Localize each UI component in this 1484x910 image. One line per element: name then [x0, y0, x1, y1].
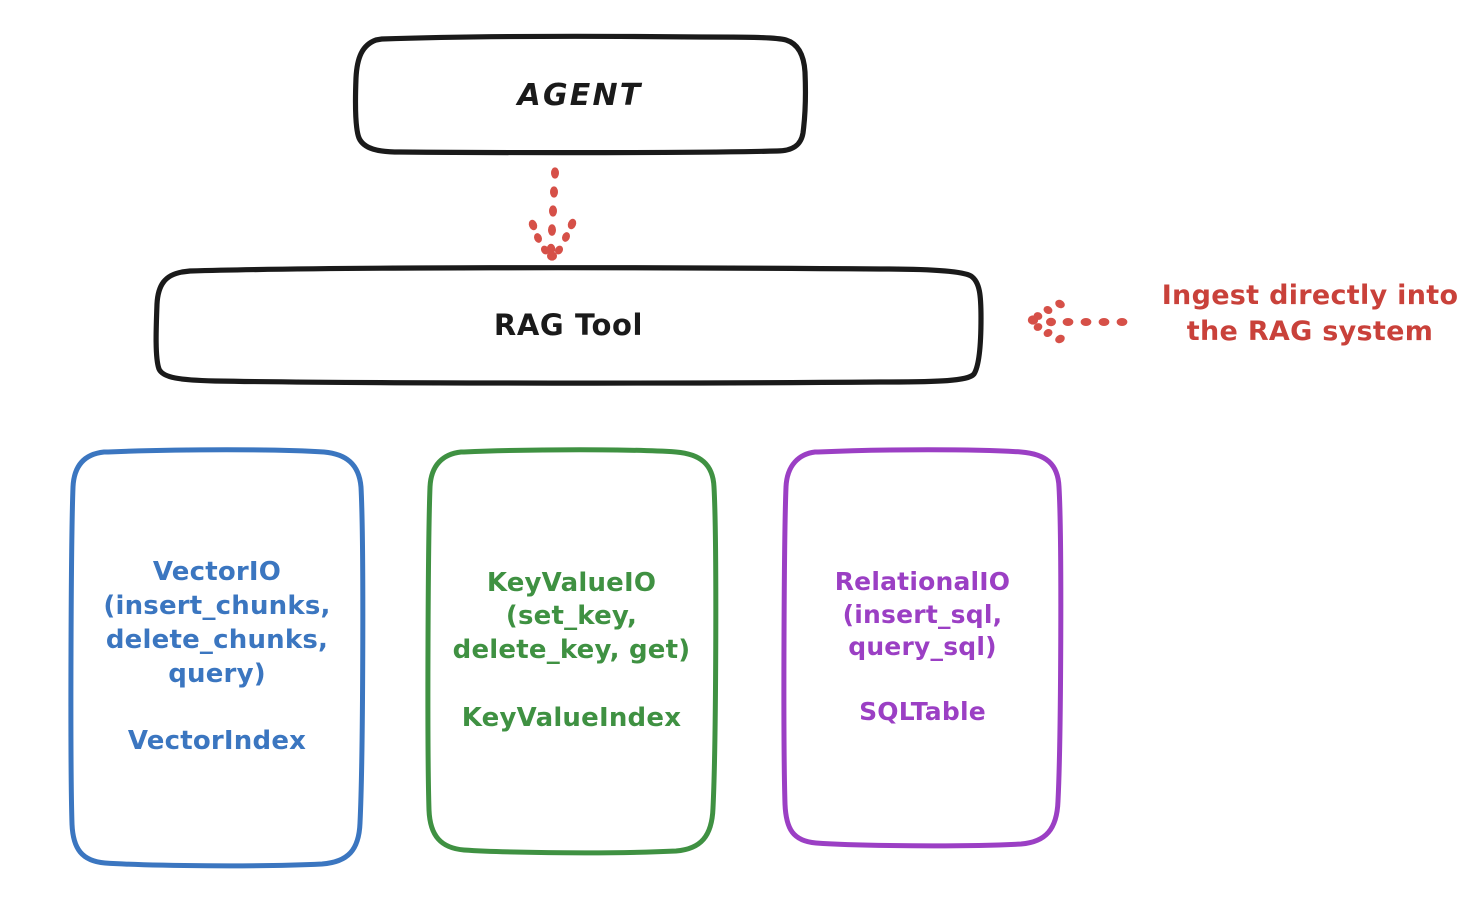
vector-io-box-outline	[68, 447, 366, 869]
annotation-ingest-text: Ingest directly into the RAG system	[1161, 280, 1459, 347]
node-agent[interactable]: AGENT	[355, 38, 805, 152]
ingest-to-rag-connector	[1027, 299, 1128, 344]
node-relational-io[interactable]: RelationalIO (insert_sql, query_sql) SQL…	[785, 450, 1060, 845]
node-rag-tool[interactable]: RAG Tool	[157, 270, 980, 382]
node-agent-label: AGENT	[517, 77, 643, 113]
connector-ingest-arrow-icon	[1018, 298, 1130, 340]
rag-tool-box-outline	[153, 265, 984, 386]
node-vector-io-label: VectorIO (insert_chunks, delete_chunks, …	[103, 557, 331, 757]
node-key-value-io-label: KeyValueIO (set_key, delete_key, get) Ke…	[452, 567, 691, 733]
key-value-io-box-outline	[425, 447, 719, 856]
node-rag-tool-label: RAG Tool	[493, 308, 644, 343]
agent-to-rag-connector	[528, 167, 577, 261]
node-relational-io-label: RelationalIO (insert_sql, query_sql) SQL…	[834, 567, 1011, 727]
connector-agent-to-rag-arrow-icon	[520, 160, 586, 264]
node-key-value-io[interactable]: KeyValueIO (set_key, delete_key, get) Ke…	[428, 450, 715, 852]
node-vector-io[interactable]: VectorIO (insert_chunks, delete_chunks, …	[72, 450, 362, 865]
relational-io-box-outline	[781, 447, 1064, 849]
agent-box-outline	[352, 33, 808, 156]
